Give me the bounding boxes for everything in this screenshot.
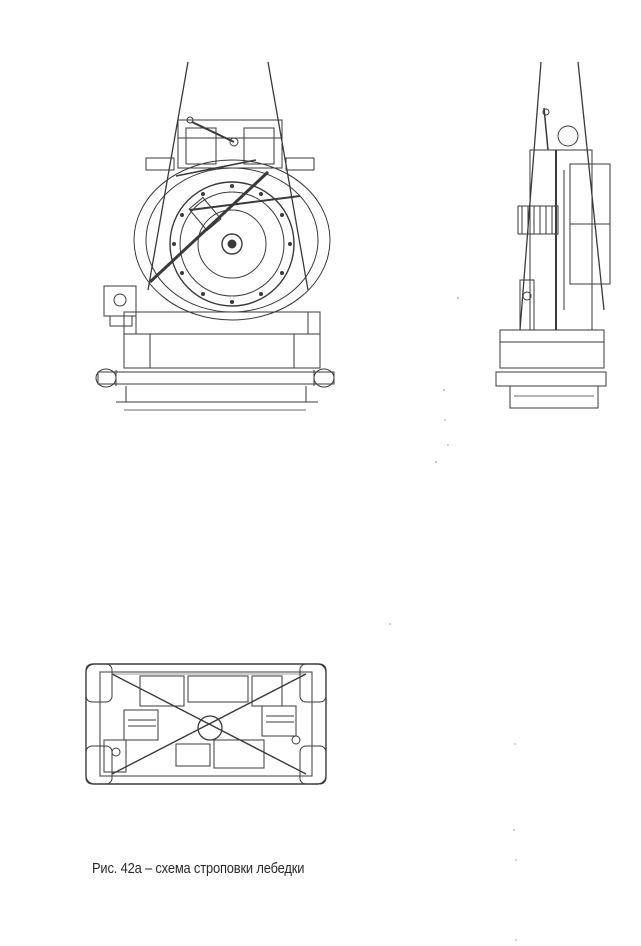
- winch-top-view: [85, 663, 327, 785]
- axle: [97, 371, 335, 385]
- left-flange: [145, 157, 175, 171]
- side-body: [529, 149, 593, 331]
- winch-front-view: [95, 61, 335, 411]
- plan-wheel-bottom-right: [299, 745, 327, 785]
- drum-hub: [221, 233, 243, 255]
- plan-wheel-top-right: [299, 663, 327, 703]
- plan-sling-b: [111, 673, 307, 775]
- figure-caption: Рис. 42а – схема строповки лебедки: [92, 860, 305, 877]
- sling-rope-right: [267, 61, 309, 291]
- plan-frame: [85, 663, 327, 785]
- drum-housing: [133, 159, 331, 321]
- flange-bolts: [172, 184, 292, 304]
- side-axle: [495, 371, 607, 387]
- plan-wheel-top-left: [85, 663, 113, 703]
- sling-rope-left: [147, 61, 189, 291]
- plan-drum: [197, 715, 223, 741]
- right-flange: [285, 157, 315, 171]
- side-sling-rope-right: [577, 61, 605, 311]
- scan-noise: [389, 297, 517, 941]
- drum-core: [197, 209, 267, 279]
- brake-lever: [191, 121, 235, 143]
- base-frame: [123, 311, 321, 335]
- plan-wheel-bottom-left: [85, 745, 113, 785]
- winch-side-view: [495, 61, 611, 409]
- drum-flange: [169, 181, 295, 307]
- brake-band-link: [148, 170, 270, 284]
- side-gear-cluster: [517, 205, 559, 235]
- side-base: [499, 329, 605, 369]
